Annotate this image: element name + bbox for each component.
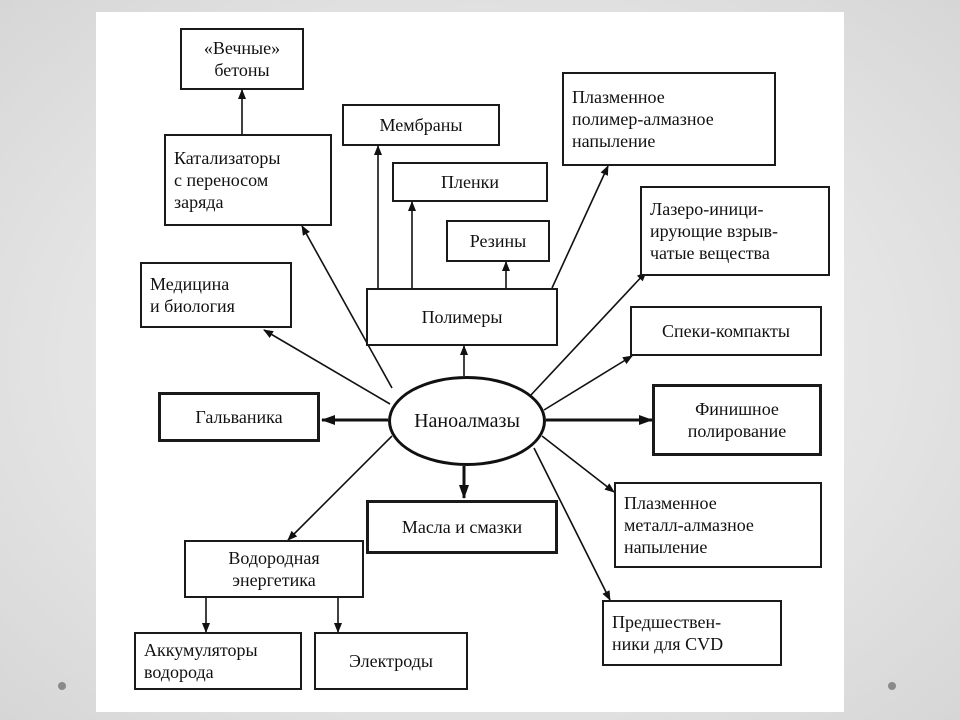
node-galvanic: Гальваника	[158, 392, 320, 442]
node-sintered-label: Спеки-компакты	[662, 321, 790, 341]
arrow-to-medicine	[263, 329, 391, 405]
node-plasma-polymer-line2: полимер-алмазное	[572, 109, 714, 129]
node-laser-line1: Лазеро-иници-	[650, 199, 764, 219]
slide-nav-dot-right[interactable]	[888, 682, 896, 690]
node-galvanic-label: Гальваника	[195, 407, 283, 427]
arrow-to-hydrogen	[287, 435, 393, 541]
node-polishing-line1: Финишное	[695, 399, 779, 419]
node-plasma-polymer-line1: Плазменное	[572, 87, 665, 107]
node-electrodes-label: Электроды	[349, 651, 433, 671]
node-concrete: «Вечные» бетоны	[180, 28, 304, 90]
node-rubbers-label: Резины	[469, 231, 527, 251]
node-medicine-line1: Медицина	[150, 274, 230, 294]
node-medicine: Медицина и биология	[140, 262, 292, 328]
node-accumulators: Аккумуляторы водорода	[134, 632, 302, 690]
node-hydrogen: Водородная энергетика	[184, 540, 364, 598]
node-catalysts-line2: с переносом	[174, 170, 269, 190]
node-accumulators-line1: Аккумуляторы	[144, 640, 258, 660]
node-electrodes: Электроды	[314, 632, 468, 690]
node-oils: Масла и смазки	[366, 500, 558, 554]
node-hydrogen-line1: Водородная	[228, 548, 320, 568]
node-laser-line2: ирующие взрыв-	[650, 221, 779, 241]
node-oils-label: Масла и смазки	[401, 517, 523, 537]
node-concrete-line1: «Вечные»	[203, 38, 281, 58]
node-plasma-metal: Плазменное металл-алмазное напыление	[614, 482, 822, 568]
arrow-to-catalysts	[301, 225, 393, 389]
node-plasma-metal-line1: Плазменное	[624, 493, 717, 513]
node-plasma-polymer-line3: напыление	[572, 131, 656, 151]
node-polishing-line2: полирование	[687, 421, 787, 441]
node-sintered: Спеки-компакты	[630, 306, 822, 356]
node-cvd-line2: ники для CVD	[612, 634, 724, 654]
node-cvd: Предшествен- ники для CVD	[602, 600, 782, 666]
node-catalysts-line3: заряда	[174, 192, 224, 212]
node-polymers: Полимеры	[366, 288, 558, 346]
node-plasma-metal-line2: металл-алмазное	[624, 515, 754, 535]
node-laser-line3: чатые вещества	[650, 243, 770, 263]
node-membranes: Мембраны	[342, 104, 500, 146]
node-plasma-metal-line3: напыление	[624, 537, 708, 557]
node-films: Пленки	[392, 162, 548, 202]
node-medicine-line2: и биология	[150, 296, 235, 316]
node-polymers-label: Полимеры	[421, 307, 503, 327]
node-polishing: Финишное полирование	[652, 384, 822, 456]
center-node-label: Наноалмазы	[414, 409, 520, 432]
arrow-to-cvd	[533, 447, 611, 601]
slide-nav-dot-left[interactable]	[58, 682, 66, 690]
arrow-to-plasma-metal	[541, 435, 615, 493]
node-hydrogen-line2: энергетика	[232, 570, 316, 590]
arrow-to-plasma-polymer	[551, 165, 609, 289]
node-laser: Лазеро-иници- ирующие взрыв- чатые вещес…	[640, 186, 830, 276]
node-cvd-line1: Предшествен-	[612, 612, 722, 632]
node-catalysts-line1: Катализаторы	[174, 148, 281, 168]
node-membranes-label: Мембраны	[379, 115, 463, 135]
node-plasma-polymer: Плазменное полимер-алмазное напыление	[562, 72, 776, 166]
arrow-to-sintered	[543, 355, 633, 411]
node-rubbers: Резины	[446, 220, 550, 262]
node-films-label: Пленки	[441, 172, 499, 192]
center-node-nanodiamonds: Наноалмазы	[388, 376, 546, 466]
node-catalysts: Катализаторы с переносом заряда	[164, 134, 332, 226]
node-concrete-line2: бетоны	[214, 60, 270, 80]
node-accumulators-line2: водорода	[144, 662, 214, 682]
arrow-to-laser	[529, 271, 647, 397]
